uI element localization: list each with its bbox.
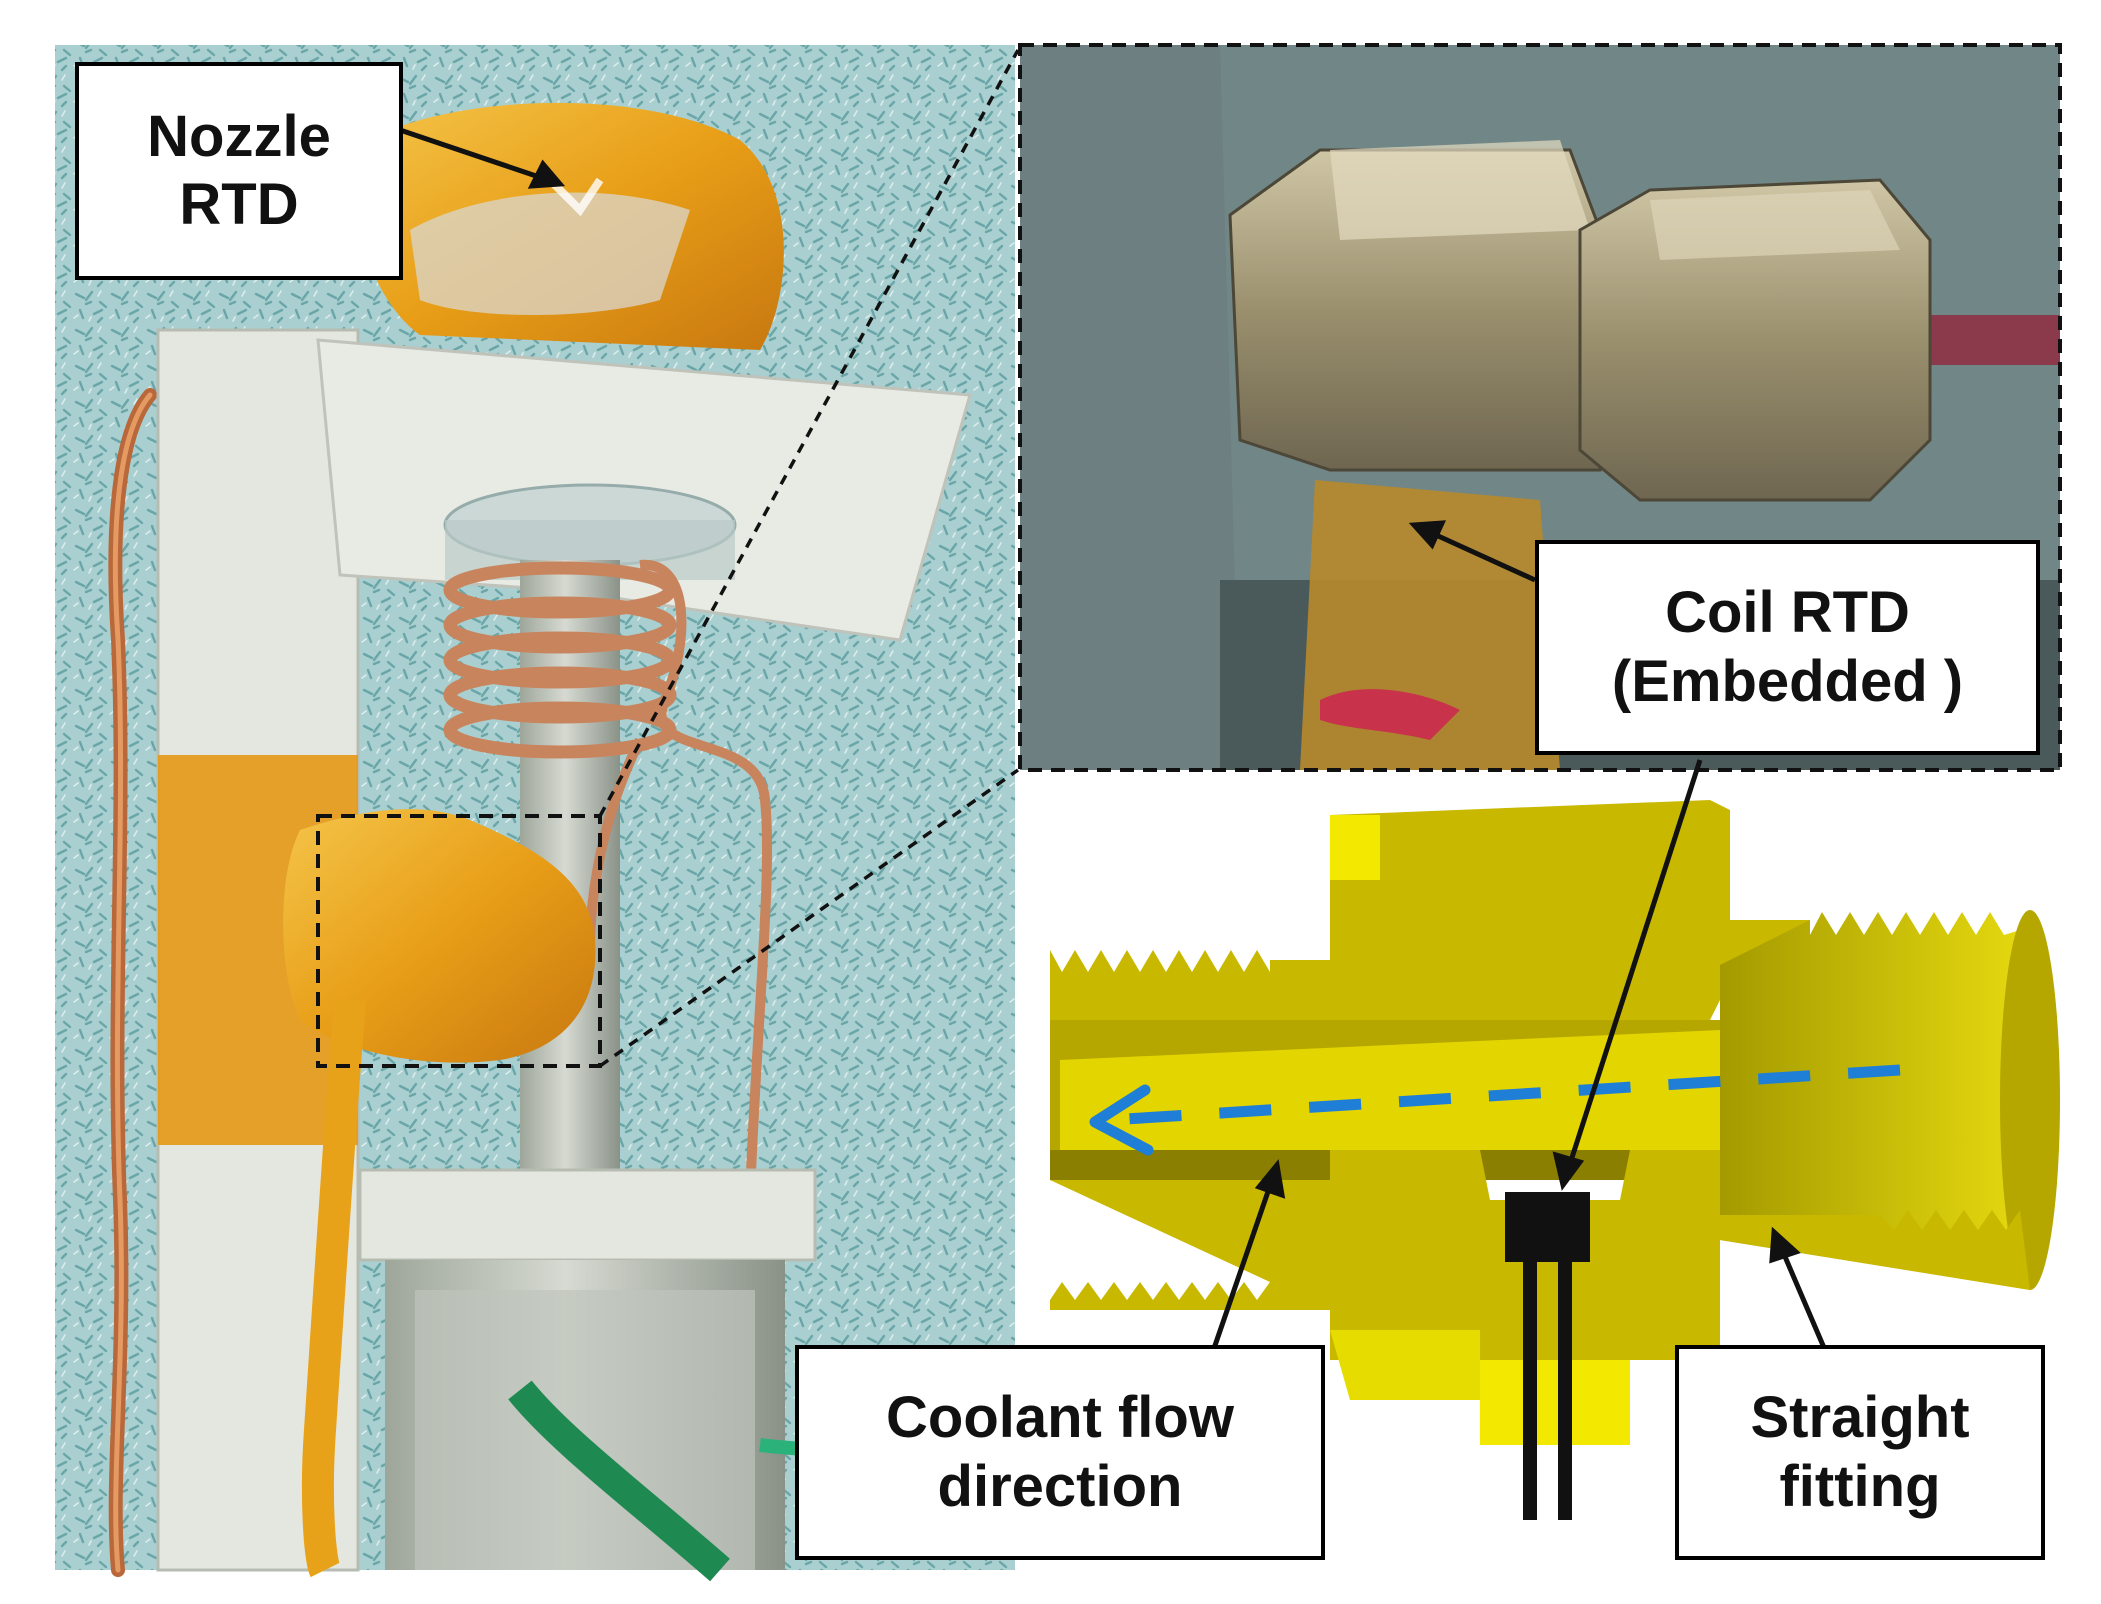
nozzle-rtd-label-line1: Nozzle — [147, 103, 331, 169]
zoom-line-top — [598, 49, 1020, 817]
coil-rtd-label: Coil RTD (Embedded ) — [1535, 540, 2040, 755]
coil-rtd-label-line1: Coil RTD — [1665, 580, 1910, 646]
coolant-flow-label-line2: direction — [937, 1453, 1183, 1519]
coolant-flow-label-line1: Coolant flow — [886, 1385, 1234, 1451]
straight-fitting-label-line2: fitting — [1779, 1453, 1941, 1519]
callout-arrows — [399, 127, 1828, 1361]
photo-apparatus — [55, 45, 1015, 1582]
coolant-flow-label: Coolant flow direction — [795, 1345, 1325, 1560]
nozzle-rtd-label-line2: RTD — [179, 172, 299, 237]
flow-direction-arrow — [1109, 1064, 1901, 1126]
straight-fitting-label-line1: Straight — [1750, 1385, 1970, 1451]
zoom-line-bottom — [598, 768, 1020, 1068]
nozzle-rtd-label: Nozzle RTD — [75, 62, 403, 280]
coil-rtd-label-line2: (Embedded ) — [1611, 648, 1964, 714]
rtd-sensor-icon — [1505, 1192, 1590, 1262]
straight-fitting-label: Straight fitting — [1675, 1345, 2045, 1560]
cad-fitting-cross-section — [1050, 800, 2060, 1520]
